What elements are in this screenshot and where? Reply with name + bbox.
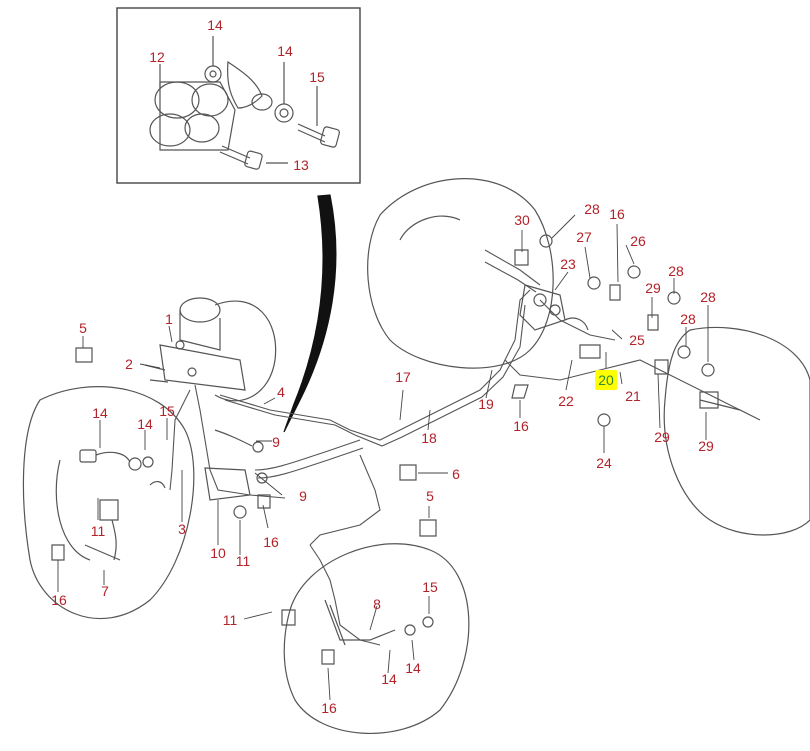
callout-29: 29 xyxy=(654,429,670,445)
rear-right-tire xyxy=(663,326,810,536)
callout-28: 28 xyxy=(700,289,716,305)
callout-9: 9 xyxy=(299,488,307,504)
callout-15: 15 xyxy=(159,403,175,419)
rear-tire xyxy=(367,178,554,369)
callout-20-highlighted[interactable]: 20 xyxy=(595,370,617,390)
callout-3: 3 xyxy=(178,521,186,537)
callout-8: 8 xyxy=(373,596,381,612)
callout-5: 5 xyxy=(426,488,434,504)
callout-16: 16 xyxy=(263,534,279,550)
callout-13: 13 xyxy=(293,157,309,173)
callout-19: 19 xyxy=(478,396,494,412)
callout-7: 7 xyxy=(101,583,109,599)
callout-28: 28 xyxy=(680,311,696,327)
callout-15: 15 xyxy=(422,579,438,595)
callout-18: 18 xyxy=(421,430,437,446)
callout-15: 15 xyxy=(309,69,325,85)
master-cylinder xyxy=(144,297,277,402)
small-parts xyxy=(51,347,271,561)
callout-28: 28 xyxy=(668,263,684,279)
left-wheel-assembly xyxy=(22,386,195,619)
brake-lines xyxy=(169,249,741,646)
callout-30: 30 xyxy=(514,212,530,228)
callout-2: 2 xyxy=(125,356,133,372)
detail-arrow xyxy=(283,194,337,433)
callout-16: 16 xyxy=(513,418,529,434)
callout-11: 11 xyxy=(222,612,238,628)
callout-27: 27 xyxy=(576,229,592,245)
callout-14: 14 xyxy=(92,405,108,421)
middle-components xyxy=(204,384,529,537)
callout-25: 25 xyxy=(629,332,645,348)
callout-17: 17 xyxy=(395,369,411,385)
callout-12: 12 xyxy=(149,49,165,65)
callout-9: 9 xyxy=(272,434,280,450)
highlight-marker: 20 xyxy=(595,370,617,390)
callout-29: 29 xyxy=(645,280,661,296)
callout-14: 14 xyxy=(277,43,293,59)
callout-6: 6 xyxy=(452,466,460,482)
callout-10: 10 xyxy=(210,545,226,561)
callout-14: 14 xyxy=(381,671,397,687)
callout-14: 14 xyxy=(207,17,223,33)
callout-14: 14 xyxy=(137,416,153,432)
callout-26: 26 xyxy=(630,233,646,249)
callout-4: 4 xyxy=(277,384,285,400)
callout-16: 16 xyxy=(51,592,67,608)
callout-11: 11 xyxy=(90,523,106,539)
front-right-tire xyxy=(281,543,470,734)
callout-21: 21 xyxy=(625,388,641,404)
callout-23: 23 xyxy=(560,256,576,272)
callout-11: 11 xyxy=(235,553,251,569)
callout-5: 5 xyxy=(79,320,87,336)
callout-28: 28 xyxy=(584,201,600,217)
callout-14: 14 xyxy=(405,660,421,676)
callout-16: 16 xyxy=(609,206,625,222)
callout-16: 16 xyxy=(321,700,337,716)
inset-detail xyxy=(116,7,361,184)
callout-22: 22 xyxy=(558,393,574,409)
leader-lines xyxy=(57,214,709,701)
callout-24: 24 xyxy=(596,455,612,471)
callout-1: 1 xyxy=(165,311,173,327)
callout-29: 29 xyxy=(698,438,714,454)
